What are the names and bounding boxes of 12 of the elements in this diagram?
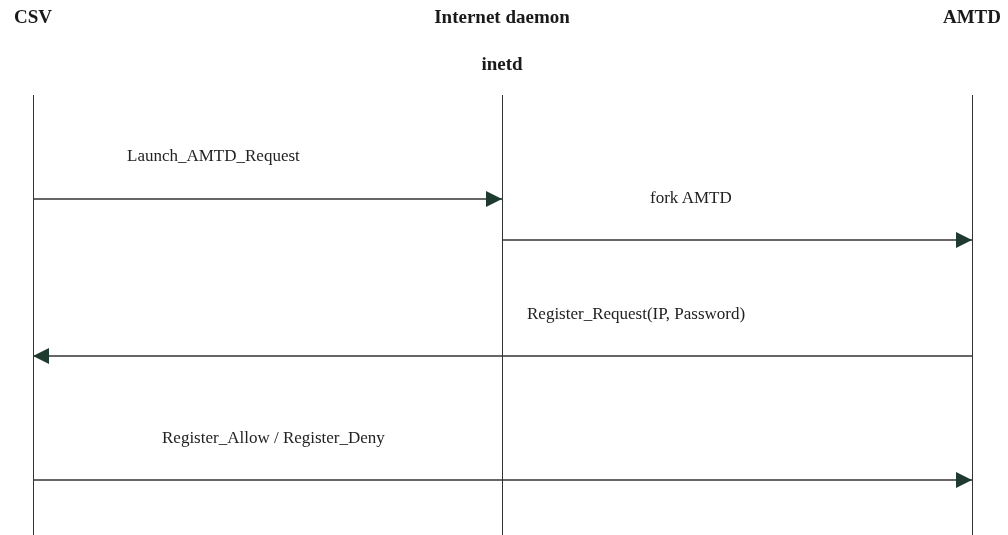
lifeline-title: Internet daemon — [433, 6, 571, 28]
message-label: Register_Request(IP, Password) — [527, 304, 746, 324]
message-arrow — [501, 232, 973, 248]
message-arrow — [32, 191, 503, 207]
message-label: Launch_AMTD_Request — [127, 146, 300, 166]
lifeline-title: AMTD — [941, 6, 1003, 28]
lifeline-title: CSV — [13, 6, 53, 28]
message-label: fork AMTD — [650, 188, 732, 208]
message-arrow — [32, 472, 973, 488]
message-label: Register_Allow / Register_Deny — [162, 428, 385, 448]
lifeline-title: inetd — [480, 53, 524, 75]
message-arrow — [32, 348, 973, 364]
